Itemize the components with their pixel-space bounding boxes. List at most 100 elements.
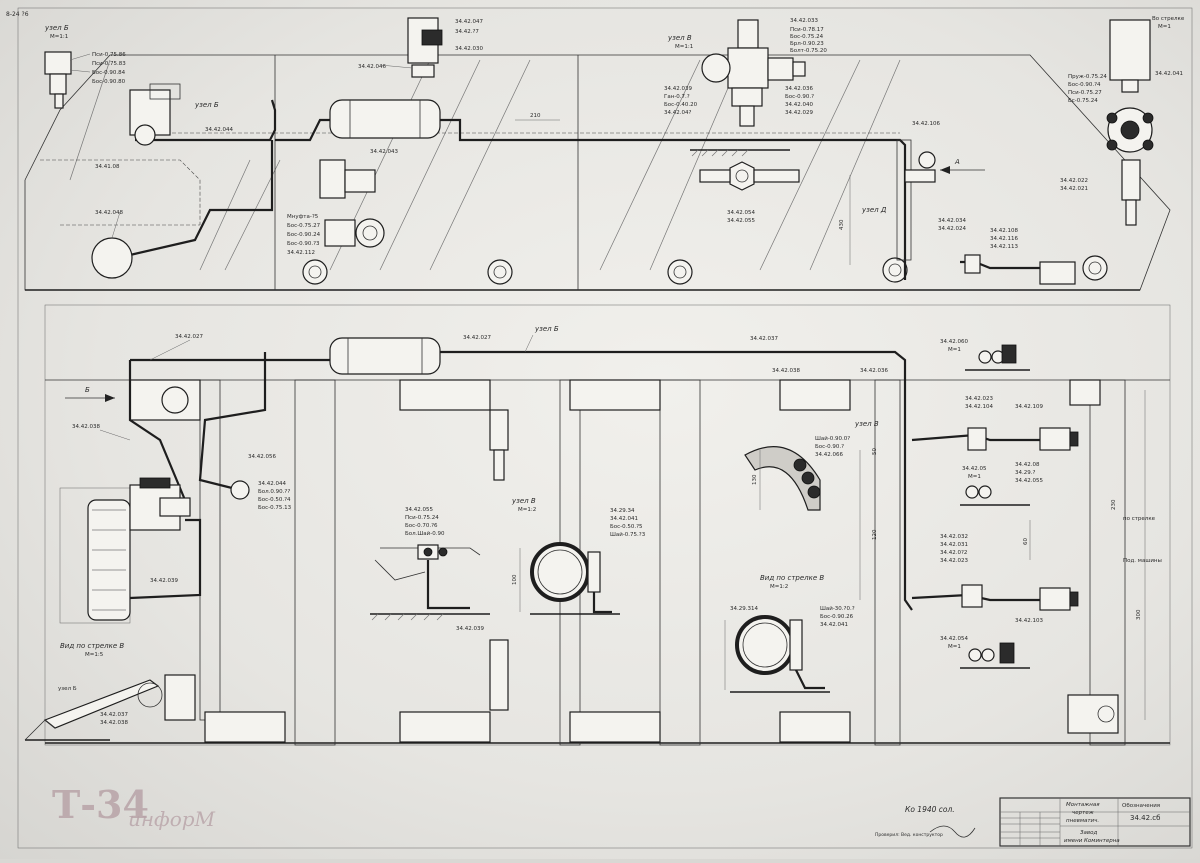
- d2-callout-4: Шай-0.75.?3: [610, 531, 646, 538]
- node-g-ref: 34.42.046: [358, 64, 386, 70]
- valve-ref-1: 34.42.054: [727, 210, 755, 216]
- node-b-callout-3: Бос-0.90.84: [92, 70, 126, 76]
- ll-ref-1: 34.42.044: [258, 481, 286, 487]
- top-callout-2: 34.42.?7: [455, 29, 479, 35]
- ra-mid-3: 34.42.109: [1015, 404, 1043, 410]
- bottom-right-ref: 34.42.036: [860, 368, 888, 374]
- corner-code: 8-24 ?6: [6, 11, 29, 18]
- node-v-lower-2: Бос-0.90.?: [785, 94, 814, 100]
- node-a-ref: 34.42.106: [912, 121, 940, 127]
- vbl-scale: М=1:5: [85, 652, 104, 658]
- ra-side-b: Под. машины: [1123, 558, 1162, 564]
- node-v-left-1: 34.42.039: [664, 86, 692, 92]
- sheet-frame: [17, 7, 1193, 849]
- node-v-left-4: 34.42.04?: [664, 110, 691, 116]
- right-detail-title: Во стрелке: [1152, 16, 1185, 22]
- node-b-title: узел Б: [44, 24, 69, 32]
- d2-callout-2: 34.42.041: [610, 516, 638, 522]
- d3-callout-2: Шай-30.?0.?: [820, 605, 855, 612]
- actuator-upper: [1039, 427, 1071, 451]
- node-v-lower-4: 34.42.029: [785, 110, 813, 116]
- d4-callout-2: Бос-0.90.?: [815, 444, 844, 450]
- signature-line: Проверил: Вед. конструктор: [875, 832, 943, 838]
- node-v-right-3: Бос-0.75.24: [790, 34, 824, 40]
- top-view: А 430 210 узел Б М=1:1 Пси-0.75.86 Пси-0…: [24, 17, 1171, 291]
- watermark-brand-sub: инфорМ: [128, 807, 216, 831]
- bottom-view: Б 34.42.027 34.42.027 узел Б 34.42.037 3…: [44, 304, 1171, 746]
- tb-row-2: чертеж: [1072, 810, 1094, 816]
- detail-views: 34.42.055 Пси-0.75.24 Бос-0.70.?6 Бол.Ша…: [370, 435, 855, 693]
- view-b-left: Вид по стрелке В М=1:5 узел Б 34.42.037 …: [24, 642, 196, 741]
- node-v-left-3: Бос-0.40.20: [664, 102, 698, 108]
- bottom-node-v-label: узел В: [854, 420, 879, 428]
- d3-scale: М=1:2: [770, 584, 788, 590]
- vbl-title: Вид по стрелке В: [60, 642, 124, 650]
- d4-callout-3: 34.42.066: [815, 452, 843, 458]
- ra-low-5: 34.42.055: [1015, 478, 1043, 484]
- tb-row-1: Монтажная: [1066, 802, 1100, 808]
- ll-ref-4: Бос-0.75.13: [258, 505, 292, 511]
- valve-ref-2: 34.42.055: [727, 218, 755, 224]
- ra-side-a: по стрелке: [1123, 516, 1156, 522]
- filter-cylinder: [87, 499, 131, 621]
- ra-foot-2: М=1: [948, 644, 961, 650]
- ra-bottom-2: 34.42.031: [940, 542, 968, 548]
- air-tank-top: [329, 99, 441, 139]
- node-b-callout-1: Пси-0.75.86: [92, 52, 126, 58]
- left-ref-a: 34.42.038: [72, 424, 100, 430]
- pipe-ref-1: 34.42.027: [463, 335, 491, 341]
- d2-callout-3: Бос-0.50.?5: [610, 524, 643, 530]
- top-callout-3: 34.42.030: [455, 46, 483, 52]
- left-ref-b: 34.42.056: [248, 454, 276, 460]
- ra-top-1: 34.42.060: [940, 339, 968, 345]
- air-tank-bottom: [329, 337, 441, 375]
- node-v-right-2: Пси-0.78.17: [790, 27, 824, 33]
- node-a-label: узел Д: [861, 206, 887, 214]
- tb-mass-label: Обозначения: [1122, 803, 1160, 809]
- node-v-lower-3: 34.42.040: [785, 102, 813, 108]
- node-b-scale: М=1:1: [50, 34, 68, 40]
- rd-callout-4: Бс-0.75.24: [1068, 98, 1098, 104]
- ra-low-4: 34.29.?: [1015, 470, 1035, 476]
- actuator-lower: [1039, 587, 1071, 611]
- rd-callout-3: Пси-0.75.27: [1068, 90, 1102, 96]
- ra-bottom-3: 34.42.0?2: [940, 550, 967, 556]
- lower-callout-1: Мнуфта-?5: [287, 214, 319, 220]
- d3-callout-1: 34.29.314: [730, 606, 758, 612]
- right-assembly: 34.42.060 М=1 34.42.023 34.42.104 34.42.…: [859, 339, 1162, 734]
- right-detail-ref-top: 34.42.041: [1155, 71, 1183, 77]
- node-b-callout-2: Пси-0.75.83: [92, 61, 126, 67]
- pipe-ref-2: 34.42.037: [750, 336, 778, 342]
- fig-b-label: узел Б: [194, 101, 219, 109]
- ra-mid-2: 34.42.104: [965, 404, 993, 410]
- node-v-scale: М=1:1: [675, 44, 693, 50]
- pipe-ref-3: 34.42.038: [772, 368, 800, 374]
- lower-callout-3: Бос-0.90.24: [287, 232, 321, 238]
- right-detail-subtitle: М=1: [1158, 24, 1171, 30]
- node-v-left-2: Ган-0.7.?: [664, 94, 690, 100]
- vbl-ref-2: 34.42.038: [100, 720, 128, 726]
- ra-bottom-1: 34.42.032: [940, 534, 968, 540]
- tb-row-3: пневматич.: [1066, 818, 1099, 824]
- right-callout-1: 34.42.034: [938, 218, 966, 224]
- tb-row-4: Завод: [1080, 830, 1098, 836]
- tube-ref-top: 34.42.027: [175, 334, 203, 340]
- tb-row-5: имени Коминтерна: [1064, 838, 1120, 844]
- d2-dim: 100: [512, 574, 518, 585]
- lower-callout-4: Бос-0.90.?3: [287, 241, 320, 247]
- top-callout-1: 34.42.047: [455, 19, 483, 25]
- ra-foot-1: 34.42.054: [940, 636, 968, 642]
- d1-callout-3: Бос-0.70.?6: [405, 523, 438, 529]
- br-callout-2: 34.42.116: [990, 236, 1018, 242]
- arrow-a-label: А: [954, 158, 960, 166]
- dim-vertical: 430: [839, 219, 845, 230]
- tank-ref: 34.42.043: [370, 149, 398, 155]
- rd-callout-1: Пруж-0.75.24: [1068, 74, 1107, 80]
- ra-top-2: М=1: [948, 347, 961, 353]
- ll-ref-2: Бол.0.90.??: [258, 489, 290, 495]
- d1-callout-1: 34.42.055: [405, 507, 433, 513]
- right-detail: Во стрелке М=1 34.42.041 Пруж-0.75.24 Бо…: [1060, 16, 1185, 226]
- d4-callout-1: Шай-0.90.0?: [815, 435, 850, 442]
